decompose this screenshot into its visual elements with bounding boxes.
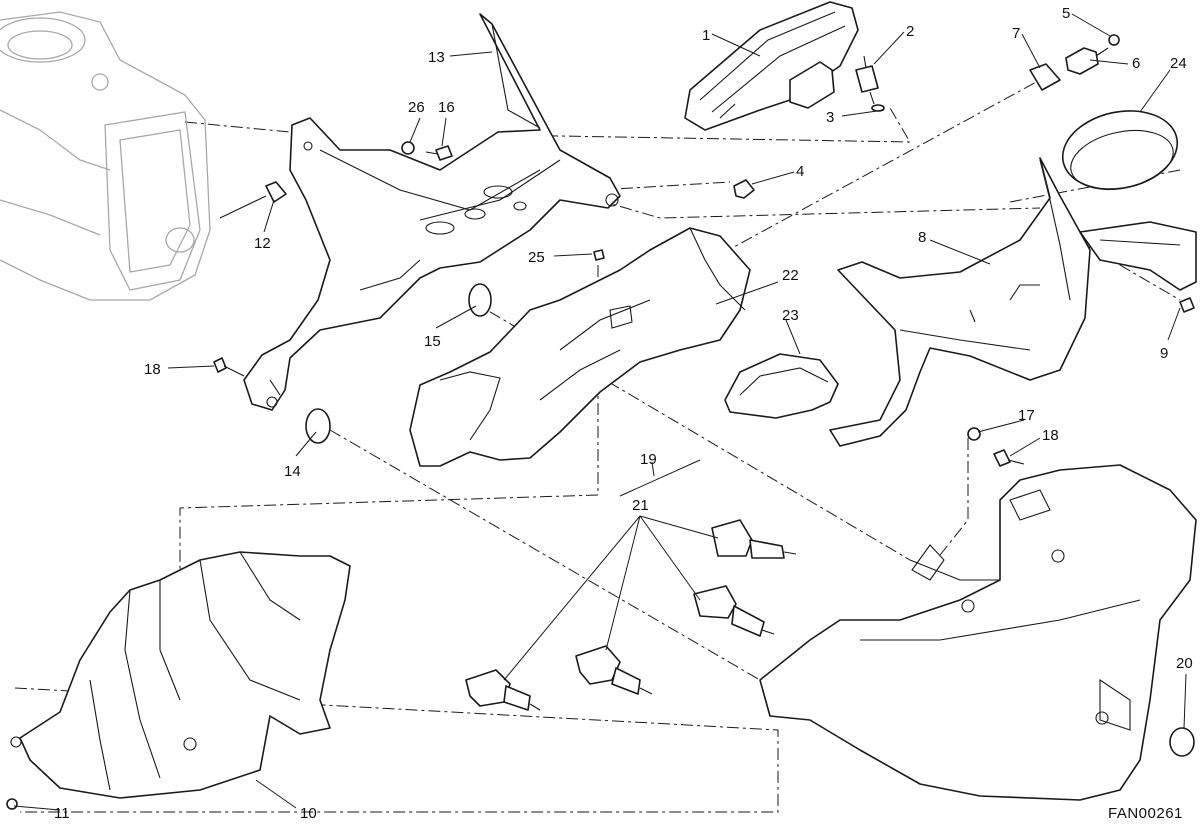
callout-18-right: 18 [1042, 427, 1059, 444]
callout-25: 25 [528, 249, 545, 266]
callout-5: 5 [1062, 5, 1070, 22]
callout-20: 20 [1176, 655, 1193, 672]
callout-8: 8 [918, 229, 926, 246]
fasteners-5-6-7 [1029, 34, 1120, 91]
callout-11: 11 [54, 805, 70, 822]
callout-labels: 1 2 3 4 5 6 7 8 9 10 11 12 13 14 15 16 1… [54, 5, 1193, 822]
fairing-inner-cover [829, 157, 1197, 447]
callout-6: 6 [1132, 55, 1140, 72]
cover-disc-item-23 [724, 353, 839, 419]
callout-13: 13 [428, 49, 445, 66]
leader-lines [13, 13, 1187, 811]
callout-1: 1 [702, 27, 710, 44]
callout-7: 7 [1012, 25, 1020, 42]
callout-12: 12 [254, 235, 271, 252]
callout-14: 14 [284, 463, 301, 480]
nut-item-4 [733, 179, 755, 199]
lower-duct [10, 551, 351, 799]
callout-22: 22 [782, 267, 799, 284]
air-duct-left [409, 227, 751, 467]
cover-disc-item-24 [1061, 110, 1179, 190]
stud-item-2 [855, 55, 885, 112]
frame-ghost [0, 11, 211, 301]
bulbs [465, 519, 797, 711]
callout-23: 23 [782, 307, 799, 324]
callout-3: 3 [826, 109, 834, 126]
callout-10: 10 [300, 805, 317, 822]
callout-15: 15 [424, 333, 441, 350]
drawing-code: FAN00261 [1108, 805, 1183, 822]
callout-2: 2 [906, 23, 914, 40]
callout-24: 24 [1170, 55, 1187, 72]
callout-4: 4 [796, 163, 804, 180]
callout-17: 17 [1018, 407, 1035, 424]
callout-19: 19 [640, 451, 657, 468]
hardware [6, 141, 1195, 810]
callout-9: 9 [1160, 345, 1168, 362]
headlight-housing [759, 464, 1197, 801]
upper-bracket [243, 13, 621, 411]
callout-26: 26 [408, 99, 425, 116]
callout-21: 21 [632, 497, 649, 514]
instrument-panel [684, 1, 859, 131]
callout-18-left: 18 [144, 361, 161, 378]
callout-16: 16 [438, 99, 455, 116]
